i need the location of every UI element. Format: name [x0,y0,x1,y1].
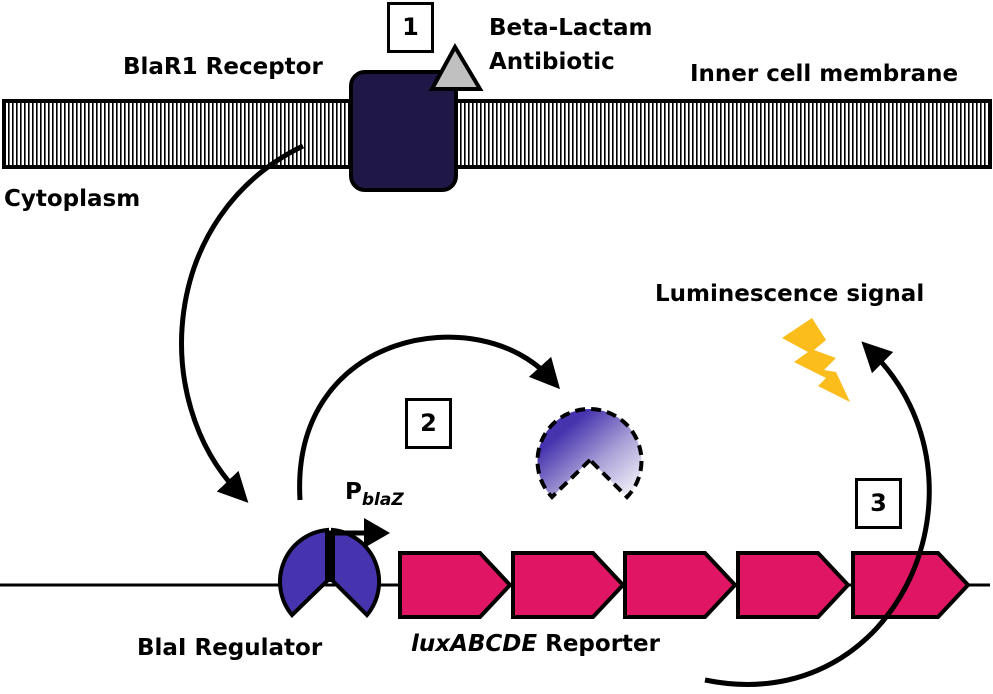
step-1-badge: 1 [387,2,434,53]
arrow-regulator-release [297,334,561,501]
promoter-arrowhead [364,518,390,548]
reporter-label: luxABCDE Reporter [411,630,660,658]
blar1-receptor [349,70,458,192]
cytoplasm-label: Cytoplasm [4,186,141,212]
promoter-arrow-icon [327,530,368,582]
reporter-genes: luxABCDE [411,631,538,657]
antibiotic-label-1: Beta-Lactam [489,15,653,41]
membrane-label: Inner cell membrane [690,61,959,87]
gene-luxA [398,551,513,619]
receptor-label: BlaR1 Receptor [123,54,323,80]
gene-luxE [851,551,971,619]
arrow-receptor-to-regulator [179,143,305,503]
gene-luxC [623,551,738,619]
antibiotic-label-2: Antibiotic [489,49,615,75]
step-3-badge: 3 [855,478,902,529]
blai-regulator-left [277,527,329,618]
promoter-main: P [345,479,362,505]
arrow-reporter-to-signal [704,341,932,687]
gene-luxD [736,551,851,619]
step-2-badge: 2 [405,398,452,449]
luminescence-label: Luminescence signal [655,281,925,307]
regulator-label: BlaI Regulator [137,635,323,661]
reporter-word: Reporter [537,631,660,657]
inner-membrane [2,99,992,169]
cleaved-regulator [535,407,644,500]
beta-lactam-triangle [428,42,484,91]
gene-luxB [511,551,626,619]
promoter-sub: blaZ [361,490,404,510]
promoter-label: PblaZ [345,478,404,510]
lightning-bolt-icon [782,318,850,402]
